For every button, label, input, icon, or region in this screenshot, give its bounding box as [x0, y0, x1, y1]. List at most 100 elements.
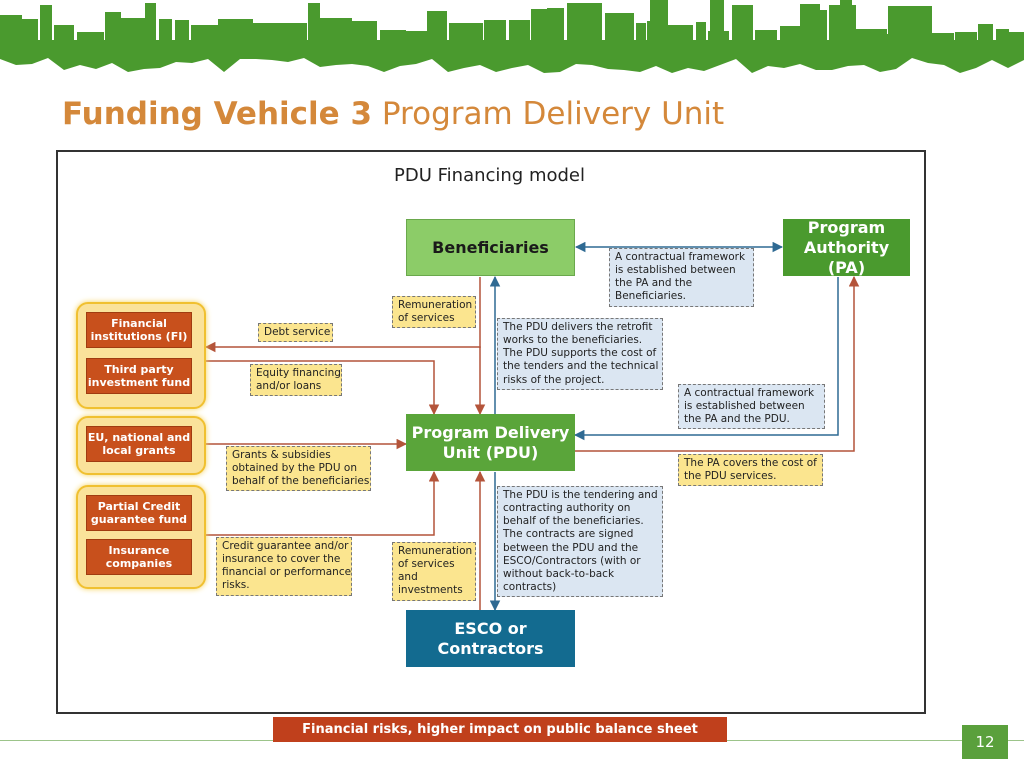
skyline-building	[406, 31, 427, 42]
note-credit-guarantee: Credit guarantee and/or insurance to cov…	[216, 537, 352, 596]
program-authority-line-2: Authority (PA)	[803, 237, 890, 277]
skyline-building	[320, 18, 352, 42]
skyline-building	[755, 30, 777, 42]
note-pdu-delivers: The PDU delivers the retrofit works to t…	[497, 318, 663, 390]
note-line: A contractual framework	[615, 251, 746, 263]
insurance-line-2: companies	[105, 557, 173, 570]
note-remuneration-bottom: Remuneration of services and investments	[392, 542, 476, 601]
note-line: the PA and the PDU.	[684, 413, 790, 426]
skyline-building	[636, 23, 646, 42]
skyline-building	[253, 23, 277, 42]
partial-credit-line-1: Partial Credit	[97, 499, 181, 513]
financial-institutions-line-2: institutions (FI)	[90, 330, 188, 343]
skyline-building	[932, 33, 954, 42]
third-party-fund-box: Third party investment fund	[86, 358, 192, 394]
partial-credit-box: Partial Credit guarantee fund	[86, 495, 192, 531]
skyline-tower	[650, 0, 668, 42]
note-line: The PDU supports the cost of	[503, 347, 657, 360]
note-pa-pdu: A contractual framework is established b…	[678, 384, 825, 430]
skyline-building	[664, 25, 693, 42]
partial-credit-line-2: guarantee fund	[90, 513, 188, 526]
third-party-fund-line-1: Third party	[104, 362, 174, 376]
skyline-building	[531, 9, 547, 42]
pdu-node: Program Delivery Unit (PDU)	[406, 414, 575, 471]
note-line: the PDU services.	[684, 470, 777, 483]
note-line: is established between	[684, 400, 805, 413]
note-line: of services	[398, 312, 455, 325]
flow-arrows	[204, 241, 860, 612]
note-line: Beneficiaries.	[615, 290, 687, 303]
program-authority-node: Program Authority (PA)	[783, 217, 910, 277]
third-party-fund-line-2: investment fund	[87, 376, 191, 389]
note-line: obtained by the PDU on	[232, 462, 357, 475]
note-line: The PA covers the cost of	[684, 457, 817, 469]
skyline-building	[54, 25, 74, 42]
beneficiaries-label: Beneficiaries	[432, 237, 549, 257]
skyline-building	[191, 25, 218, 42]
slide-title: Funding Vehicle 3 Program Delivery Unit	[62, 96, 724, 132]
insurance-box: Insurance companies	[86, 539, 192, 575]
note-line: and	[398, 571, 418, 584]
arrow-pa-pdu	[573, 277, 839, 441]
esco-line-1: ESCO or	[454, 618, 527, 638]
skyline-building	[901, 6, 932, 42]
note-line: The contracts are signed	[503, 528, 634, 541]
arrow-equity	[206, 360, 440, 416]
note-line: Debt service	[264, 326, 331, 338]
insurance-line-1: Insurance	[108, 543, 170, 557]
skyline-building	[218, 19, 253, 42]
skyline-building	[856, 29, 887, 42]
skyline-building	[996, 29, 1009, 42]
skyline-building	[605, 13, 634, 42]
note-line: Remuneration	[398, 545, 473, 557]
note-line: Grants & subsidies	[232, 449, 331, 461]
skyline-building	[0, 15, 22, 42]
skyline-building	[105, 12, 121, 42]
financier-group-grants: EU, national and local grants	[76, 416, 206, 475]
note-line: Credit guarantee and/or	[222, 540, 349, 552]
note-line: A contractual framework	[684, 387, 815, 399]
skyline-building	[978, 24, 993, 42]
skyline-building	[1009, 32, 1024, 42]
note-line: risks of the project.	[503, 373, 605, 386]
note-line: risks.	[222, 579, 250, 592]
skyline-building	[380, 30, 406, 42]
pdu-line-1: Program Delivery	[411, 422, 570, 442]
note-remuneration-top: Remuneration of services	[392, 296, 476, 329]
skyline-building	[696, 22, 706, 42]
financial-institutions-box: Financial institutions (FI)	[86, 312, 192, 348]
financier-group-fi: Financial institutions (FI) Third party …	[76, 302, 206, 409]
skyline-tower	[800, 4, 820, 42]
skyline-building	[352, 21, 377, 42]
skyline-building	[567, 3, 602, 42]
note-debt-service: Debt service	[258, 323, 333, 343]
note-line: contracting authority on	[503, 502, 631, 515]
note-line: The PDU is the tendering and	[503, 489, 658, 501]
note-line: is established between	[615, 264, 736, 277]
skyline-building	[22, 19, 38, 42]
note-line: investments	[398, 584, 463, 597]
skyline-building	[277, 23, 307, 42]
skyline-building	[121, 18, 145, 42]
skyline-building	[484, 20, 506, 42]
diagram-title: PDU Financing model	[394, 165, 586, 186]
note-grants: Grants & subsidies obtained by the PDU o…	[226, 446, 371, 492]
skyline-building	[77, 32, 104, 42]
skyline-building	[955, 32, 977, 42]
skyline-tower	[840, 0, 852, 42]
note-line: behalf of the beneficiaries	[232, 475, 370, 488]
program-authority-line-1: Program	[807, 217, 886, 237]
esco-line-2: Contractors	[437, 638, 544, 658]
page-number: 12	[962, 725, 1008, 759]
note-line: between the PDU and the	[503, 541, 639, 554]
skyline-band	[0, 40, 1024, 58]
note-line: ESCO/Contractors (with or	[503, 554, 641, 567]
skyline-building	[427, 11, 447, 42]
eu-grants-line-1: EU, national and	[87, 430, 191, 444]
skyline-building	[732, 5, 753, 42]
note-line: works to the beneficiaries.	[503, 334, 643, 347]
note-line: The PDU delivers the retrofit	[503, 321, 653, 333]
beneficiaries-node: Beneficiaries	[406, 219, 575, 276]
footer-banner: Financial risks, higher impact on public…	[273, 717, 727, 742]
note-equity: Equity financing and/or loans	[250, 364, 342, 397]
